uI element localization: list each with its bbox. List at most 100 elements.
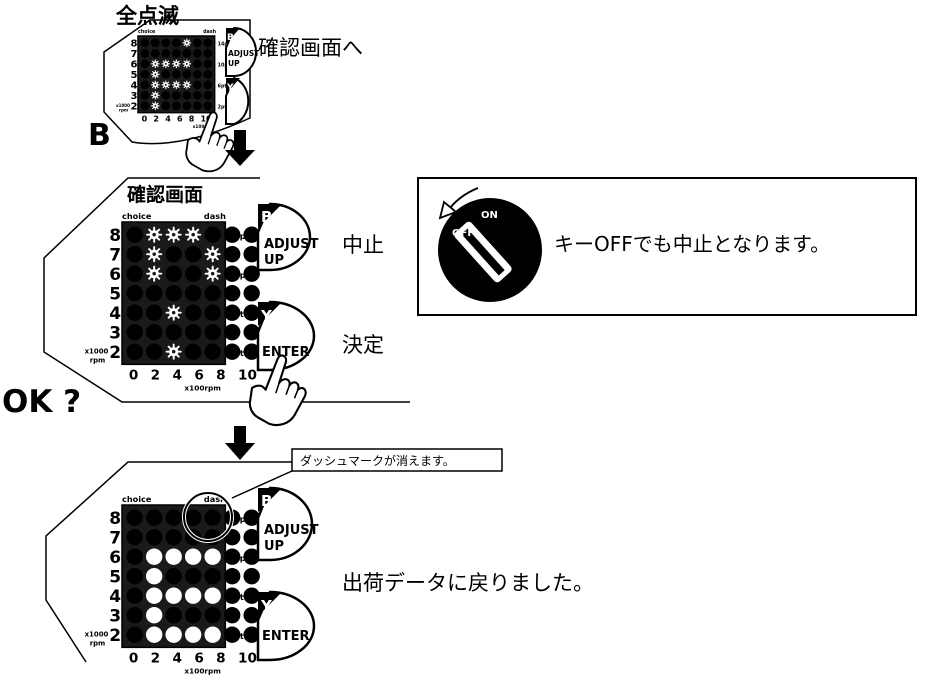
top-y-letter: Y	[226, 83, 234, 93]
lit-led-dot	[145, 606, 163, 624]
unlit-led-dot	[184, 323, 202, 341]
x-unit-label: x100rpm	[184, 384, 221, 393]
unlit-led-dot	[223, 626, 241, 643]
col-label: 4	[173, 651, 182, 667]
middle-b-line1: ADJUST	[264, 237, 319, 252]
unlit-led-dot	[223, 226, 241, 243]
top-b-button[interactable]: B ADJUST UP	[225, 26, 260, 77]
row-label: 6	[109, 548, 121, 568]
unlit-led-dot	[126, 548, 143, 565]
lit-led-dot	[145, 626, 163, 643]
unlit-led-dot	[223, 548, 241, 565]
unlit-led-dot	[243, 606, 260, 624]
down-arrow-icon	[225, 426, 255, 460]
row-label: 5	[109, 284, 121, 304]
lit-led-star	[161, 80, 171, 90]
dash-note-callout: ダッシュマークが消えます。	[231, 448, 503, 499]
unlit-led-dot	[184, 284, 202, 302]
lit-led-star	[171, 80, 181, 90]
down-arrow-icon	[225, 130, 255, 166]
row-label: 6	[131, 59, 138, 70]
lit-led-dot	[145, 587, 163, 604]
unlit-led-dot	[140, 38, 150, 48]
unlit-led-dot	[243, 587, 260, 604]
unlit-led-dot	[204, 323, 221, 341]
unlit-led-dot	[140, 59, 150, 69]
unlit-led-dot	[243, 509, 260, 526]
unlit-led-dot	[126, 587, 143, 604]
key-off-note-box: OFF ON キーOFFでも中止となります。	[417, 177, 917, 316]
unlit-led-dot	[182, 69, 192, 79]
row-label: 4	[109, 304, 121, 324]
col-label: 4	[165, 115, 171, 124]
unlit-led-dot	[171, 90, 181, 100]
lit-led-dot	[165, 587, 182, 604]
lit-led-star	[182, 38, 192, 48]
returned-to-factory-label: 出荷データに戻りました。	[342, 571, 594, 595]
col-label: 10	[200, 115, 212, 124]
point-label: 14pt	[228, 231, 249, 241]
lit-led-star	[182, 80, 192, 90]
unlit-led-dot	[140, 90, 150, 100]
row-label: 3	[131, 91, 138, 102]
dash-label: dash	[204, 211, 226, 221]
point-label: 10pt	[228, 270, 249, 280]
col-label: 10	[238, 651, 257, 667]
middle-b-button[interactable]: B ADJUST UP	[256, 202, 319, 272]
unlit-led-dot	[150, 48, 160, 58]
y-unit-label: x1000	[116, 103, 130, 108]
top-y-button[interactable]: Y	[225, 76, 250, 125]
row-label: 2	[131, 101, 138, 112]
unlit-led-dot	[203, 48, 213, 58]
lit-led-dot	[184, 548, 202, 565]
unlit-led-dot	[223, 323, 241, 341]
unlit-led-dot	[223, 245, 241, 263]
row-label: 2	[109, 343, 121, 363]
col-label: 8	[216, 368, 225, 384]
unlit-led-dot	[165, 606, 182, 624]
lit-led-dot	[204, 626, 221, 643]
unlit-led-dot	[171, 48, 181, 58]
row-label: 4	[131, 80, 138, 91]
col-label: 4	[173, 368, 182, 384]
unlit-led-dot	[165, 284, 182, 302]
unlit-led-dot	[126, 606, 143, 624]
row-label: 6	[109, 265, 121, 285]
unlit-led-dot	[161, 101, 171, 111]
unlit-led-dot	[243, 567, 260, 585]
choice-label: choice	[122, 494, 152, 504]
lit-led-star	[204, 246, 221, 263]
bottom-y-button[interactable]: Y ENTER	[256, 590, 316, 662]
unlit-led-dot	[203, 69, 213, 79]
lit-led-star	[204, 265, 221, 282]
unlit-led-dot	[184, 343, 202, 360]
unlit-led-dot	[223, 567, 241, 585]
row-label: 7	[131, 49, 138, 60]
middle-y-button[interactable]: Y ENTER	[256, 300, 316, 372]
key-off-text: OFF	[452, 228, 474, 239]
bottom-b-button[interactable]: B ADJUST UP	[256, 486, 319, 562]
unlit-led-dot	[165, 509, 182, 526]
unlit-led-dot	[150, 38, 160, 48]
unlit-led-dot	[171, 101, 181, 111]
lit-led-dot	[204, 548, 221, 565]
y-unit-label: rpm	[119, 108, 128, 113]
unlit-led-dot	[192, 48, 202, 58]
unlit-led-dot	[145, 304, 163, 321]
choice-label: choice	[122, 211, 152, 221]
unlit-led-dot	[126, 567, 143, 585]
y-unit-label: rpm	[90, 356, 106, 364]
unlit-led-dot	[184, 304, 202, 321]
unlit-led-dot	[204, 304, 221, 321]
dash-label: dash	[203, 29, 217, 35]
unlit-led-dot	[243, 265, 260, 282]
lit-led-dot	[165, 626, 182, 643]
unlit-led-dot	[243, 323, 260, 341]
lit-led-star	[150, 69, 160, 79]
row-label: 3	[109, 323, 121, 343]
key-off-note-text: キーOFFでも中止となります。	[554, 232, 830, 256]
col-label: 8	[189, 115, 195, 124]
unlit-led-dot	[126, 265, 143, 282]
lit-led-star	[150, 90, 160, 100]
middle-b-line2: UP	[264, 253, 284, 268]
